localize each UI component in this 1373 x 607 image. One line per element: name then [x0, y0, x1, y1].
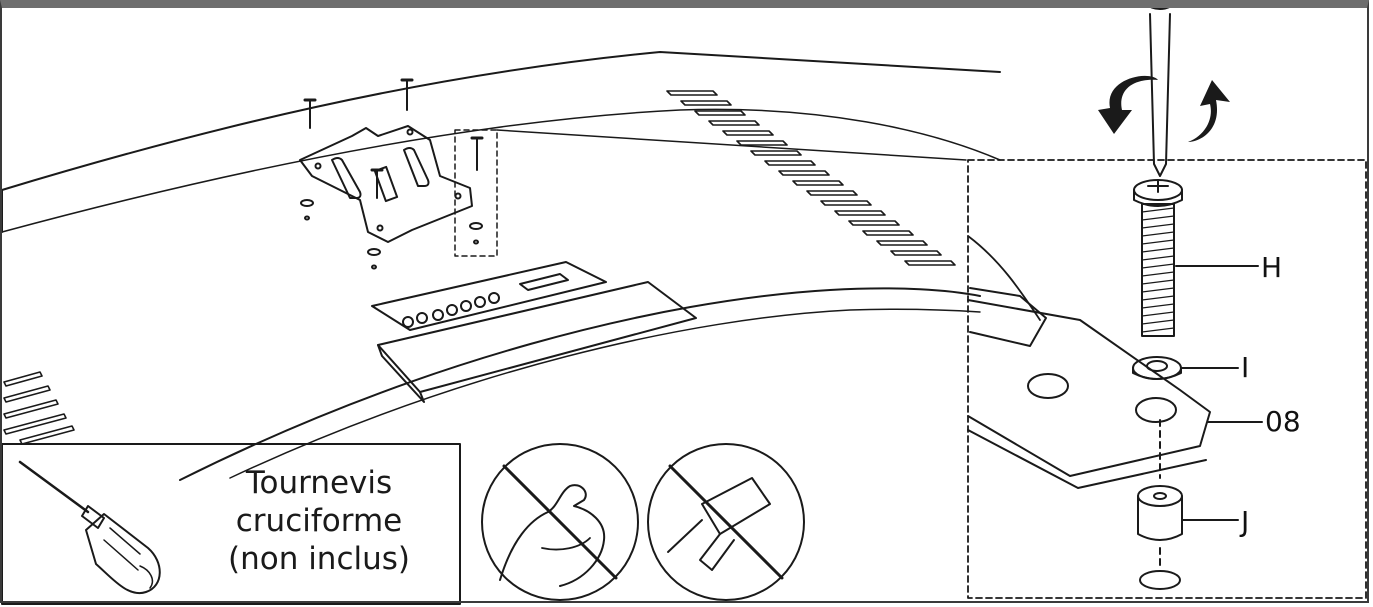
tool-label-line-1: Tournevis [245, 465, 393, 501]
phillips-screwdriver-icon [18, 460, 161, 595]
screw-top-1 [303, 98, 317, 129]
no-force-icon [481, 443, 639, 601]
rotation-arrow-icon [1098, 75, 1230, 142]
detail-panel [967, 159, 1367, 599]
screwdriver-label: Tournevis cruciforme (non inclus) [214, 464, 424, 578]
screw-top-3 [370, 168, 384, 199]
tool-label-line-3: (non inclus) [227, 541, 411, 577]
callout-J: J [1241, 505, 1250, 538]
no-power-drill-icon [647, 443, 805, 601]
callout-H: H [1261, 251, 1283, 284]
washer-I [1132, 356, 1239, 380]
callout-I: I [1241, 351, 1250, 384]
vent-slots-right [666, 90, 956, 266]
tool-box [1, 443, 461, 605]
vent-slots-left [3, 371, 75, 445]
screw-top-2 [400, 78, 414, 111]
detail-highlight-box [454, 129, 498, 257]
tool-label-line-2: cruciforme [235, 503, 403, 539]
screw-top-4 [470, 136, 484, 171]
monitor-back [1, 51, 1001, 481]
port-panel [371, 261, 697, 403]
callout-08: 08 [1265, 405, 1301, 438]
screw-H [1133, 179, 1259, 337]
spacer-J [1137, 485, 1239, 590]
vesa-adapter-plate [299, 78, 967, 270]
